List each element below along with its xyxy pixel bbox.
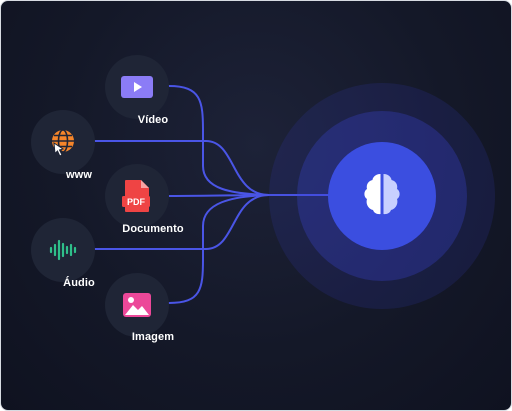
source-label-imagem: Imagem [131,331,175,343]
source-node-audio[interactable] [31,218,95,282]
pdf-file-icon: PDF [122,179,152,213]
source-label-documento: Documento [122,223,184,235]
source-node-imagem[interactable] [105,273,169,337]
globe-cursor-icon [48,127,78,157]
source-label-video: Vídeo [137,114,169,126]
source-node-video[interactable] [105,55,169,119]
brain-icon [358,170,406,223]
video-icon [120,75,154,99]
image-icon [122,292,152,318]
source-node-documento[interactable]: PDF [105,164,169,228]
hub-node[interactable] [328,142,436,250]
connector-www [92,140,270,196]
connector-imagem [168,194,270,304]
source-node-www[interactable] [31,110,95,174]
connector-video [168,85,337,196]
svg-text:PDF: PDF [127,197,146,207]
source-label-www: www [66,169,92,181]
connector-audio [92,194,270,250]
source-label-audio: Áudio [63,277,95,289]
audio-waveform-icon [49,238,77,262]
